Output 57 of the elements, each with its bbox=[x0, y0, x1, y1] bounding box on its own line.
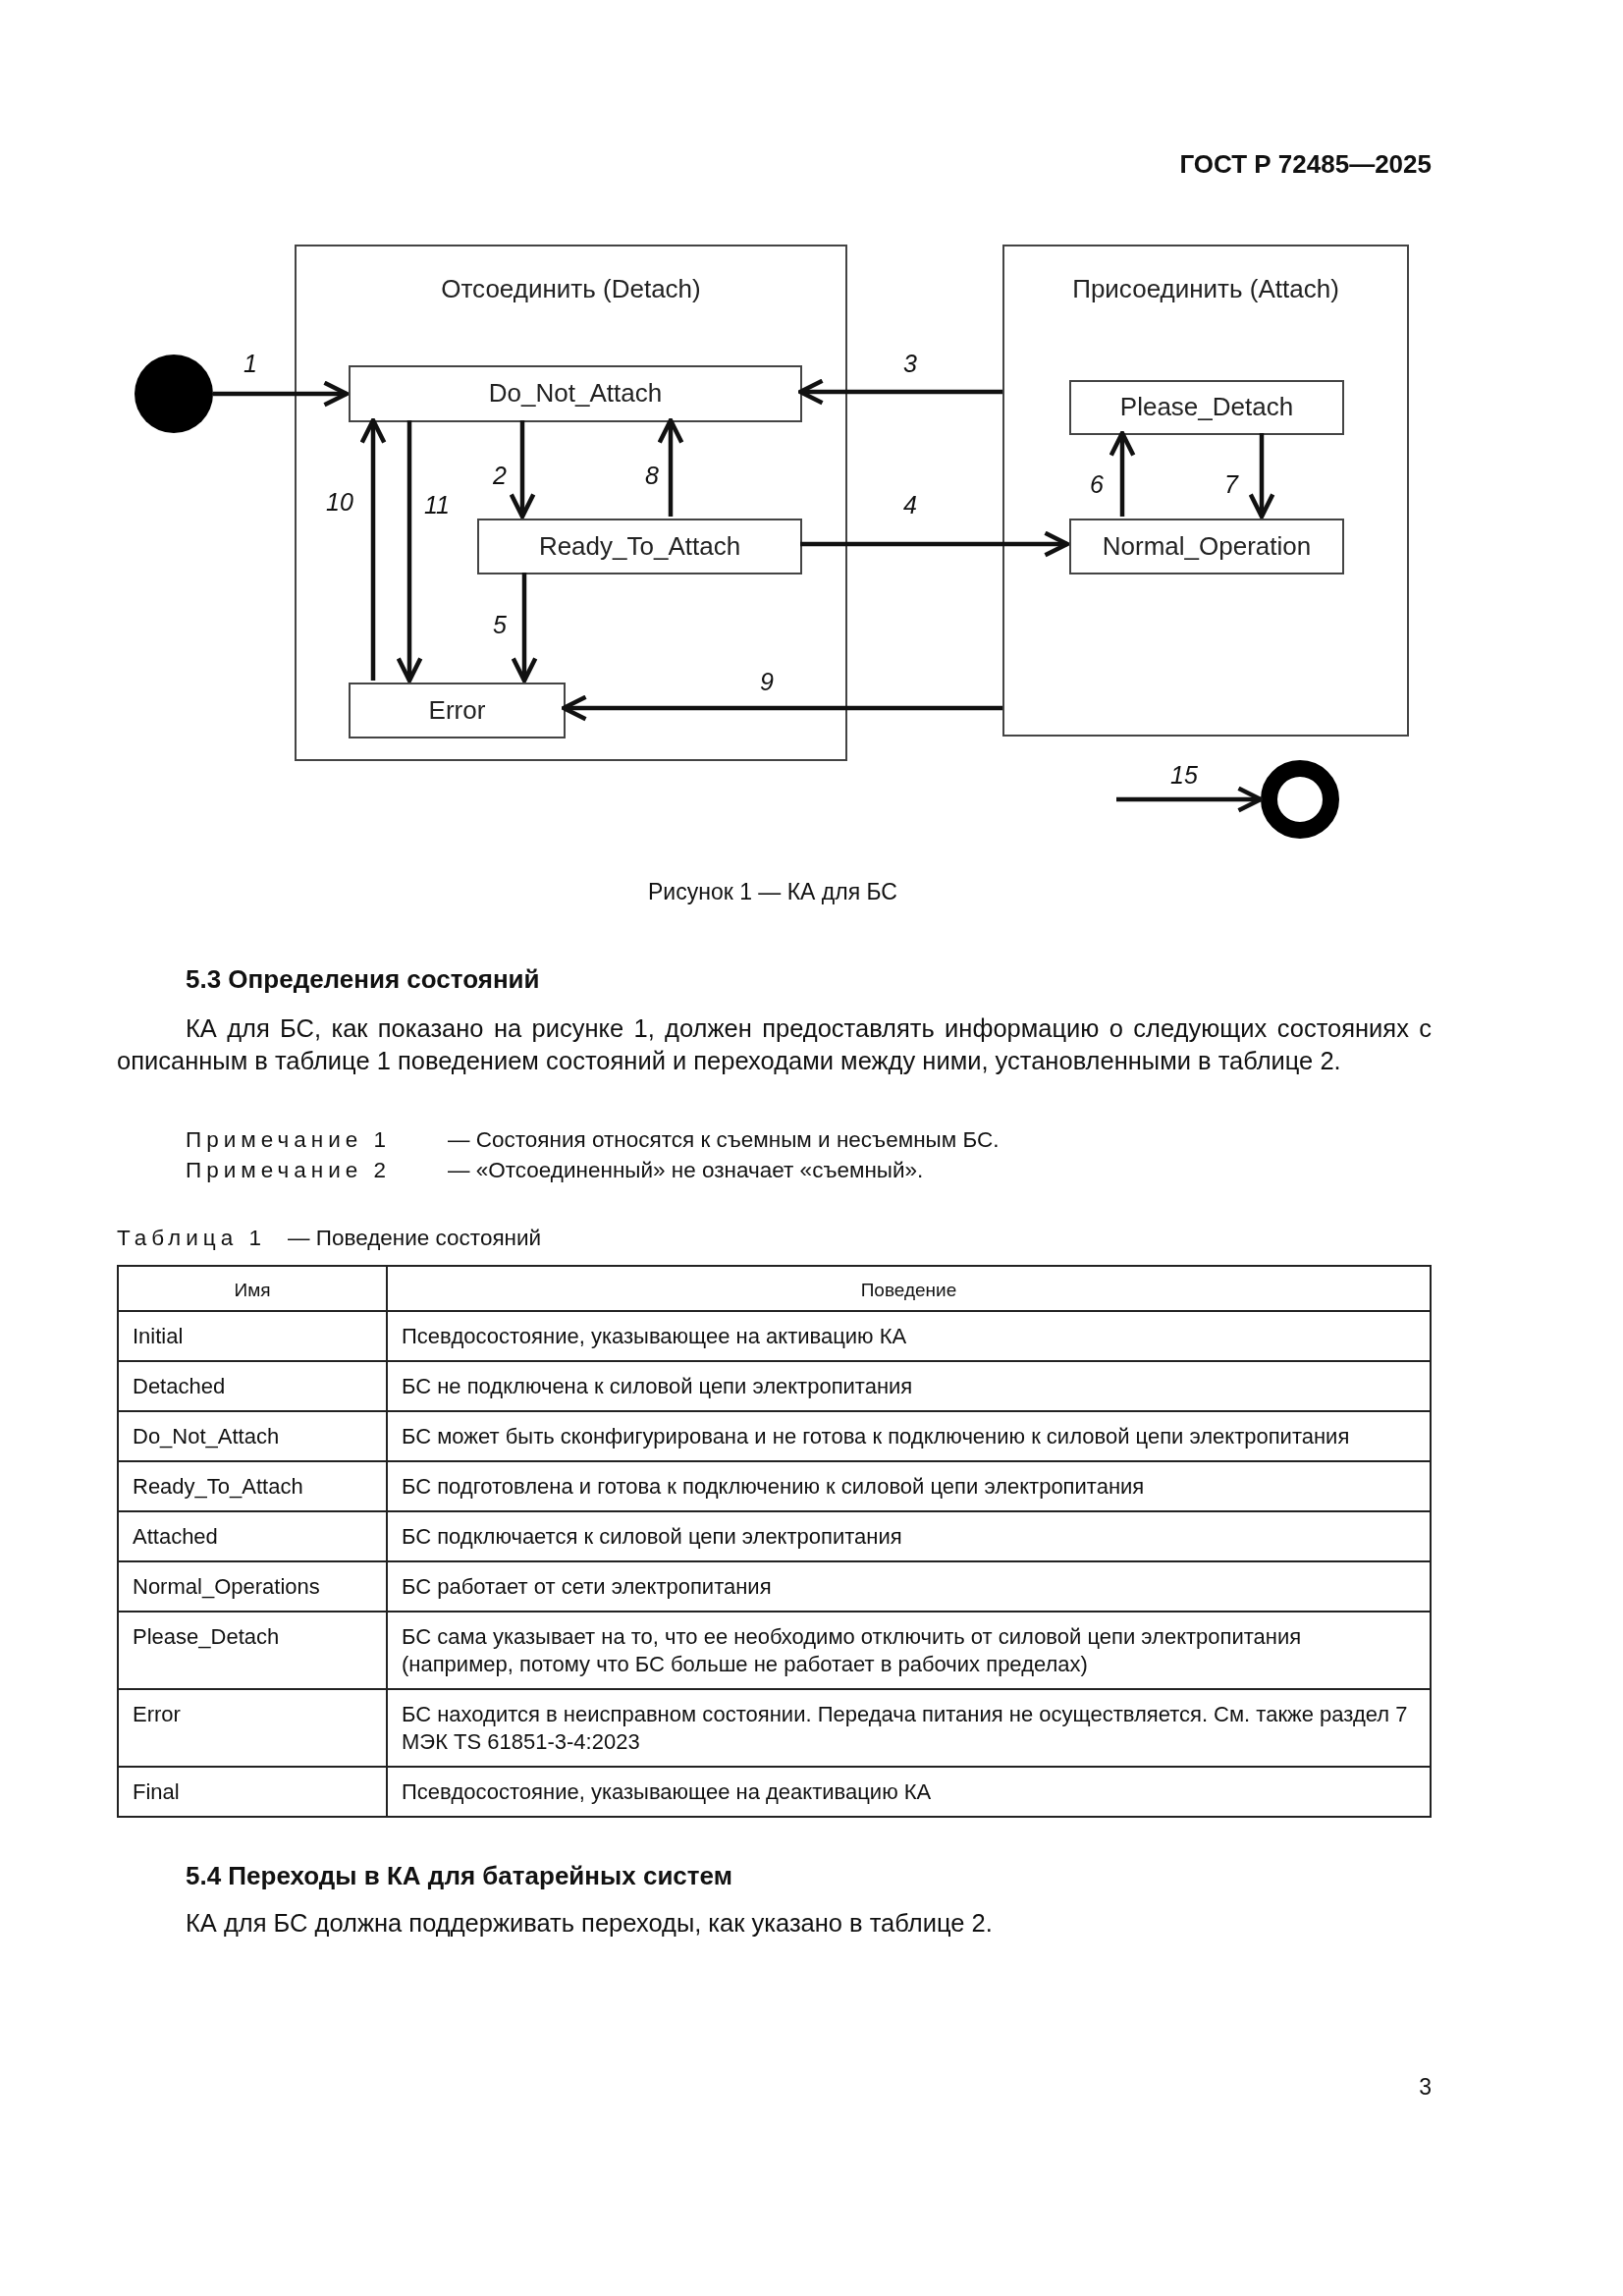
arrow bbox=[359, 417, 387, 681]
document-number: ГОСТ Р 72485—2025 bbox=[1178, 149, 1432, 180]
arrow bbox=[1248, 433, 1275, 519]
state-name: Do_Not_Attach bbox=[488, 378, 663, 408]
group-title: Отсоединить (Detach) bbox=[441, 274, 701, 303]
state-name: Normal_Operation bbox=[1102, 530, 1312, 561]
table-cell: Псевдосостояние, указывающее на деактивацию КА bbox=[387, 1767, 1431, 1817]
table-cell: Initial bbox=[118, 1311, 387, 1361]
table-caption: — Поведение состояний bbox=[288, 1226, 542, 1251]
state-box bbox=[349, 365, 802, 422]
state-box bbox=[1069, 380, 1344, 435]
state-name: Please_Detach bbox=[1119, 392, 1294, 421]
arrow bbox=[213, 380, 350, 408]
table-cell: Please_Detach bbox=[118, 1612, 387, 1689]
table-cell: БС работает от сети электропитания bbox=[387, 1561, 1431, 1612]
arrow bbox=[1109, 430, 1136, 517]
table-header-cell: Поведение bbox=[387, 1266, 1431, 1311]
page-number: 3 bbox=[1418, 2074, 1432, 2101]
section-heading: 5.3 Определения состояний bbox=[186, 964, 540, 995]
table-cell: Ready_To_Attach bbox=[118, 1461, 387, 1511]
table-cell: БС может быть сконфигурирована и не готова к подключению к силовой цепи электропитания bbox=[387, 1411, 1431, 1461]
section-heading: 5.4 Переходы в КА для батарейных систем bbox=[186, 1861, 732, 1891]
table-cell: Do_Not_Attach bbox=[118, 1411, 387, 1461]
arrow bbox=[797, 378, 1002, 406]
note-text: — Состояния относятся к съемным и несъемным БС. bbox=[448, 1127, 1000, 1153]
table-cell: Attached bbox=[118, 1511, 387, 1561]
table-cell: Псевдосостояние, указывающее на активацию КА bbox=[387, 1311, 1431, 1361]
table-cell: БС не подключена к силовой цепи электропитания bbox=[387, 1361, 1431, 1411]
figure-caption: Рисунок 1 — КА для БС bbox=[647, 879, 898, 905]
paragraph: КА для БС, как показано на рисунке 1, должен предоставлять информацию о следующих состояниях с описанным в таблице 1 поведением состояний и переходами между ними, установленными в таблице 2. bbox=[117, 1013, 1432, 1076]
arrow bbox=[509, 420, 536, 519]
table-cell: БС подготовлена и готова к подключению к силовой цепи электропитания bbox=[387, 1461, 1431, 1511]
arrow bbox=[561, 694, 1002, 722]
arrow bbox=[657, 417, 684, 517]
arrow bbox=[396, 420, 423, 683]
arrow bbox=[511, 573, 538, 683]
paragraph: КА для БС должна поддерживать переходы, как указано в таблице 2. bbox=[186, 1909, 993, 1938]
note-label: Примечание 2 bbox=[186, 1158, 391, 1183]
composite-state-box bbox=[1002, 245, 1409, 737]
note-label: Примечание 1 bbox=[186, 1127, 391, 1153]
table-header-cell: Имя bbox=[118, 1266, 387, 1311]
table-cell: БС сама указывает на то, что ее необходимо отключить от силовой цепи электропитания (например, потому что БС больше не работает в рабочих пределах) bbox=[387, 1612, 1431, 1689]
table-cell: Normal_Operations bbox=[118, 1561, 387, 1612]
state-box bbox=[1069, 519, 1344, 574]
note-text: — «Отсоединенный» не означает «съемный». bbox=[448, 1158, 924, 1183]
table-cell: Error bbox=[118, 1689, 387, 1767]
table-cell: БС подключается к силовой цепи электропитания bbox=[387, 1511, 1431, 1561]
state-box bbox=[477, 519, 802, 574]
table-cell: Detached bbox=[118, 1361, 387, 1411]
group-title: Присоединить (Attach) bbox=[1072, 274, 1339, 303]
table-cell: Final bbox=[118, 1767, 387, 1817]
state-box bbox=[349, 683, 566, 738]
table-caption-label: Таблица 1 bbox=[117, 1226, 266, 1251]
composite-state-box bbox=[295, 245, 847, 761]
state-name: Error bbox=[428, 694, 486, 725]
table-cell: БС находится в неисправном состоянии. Передача питания не осуществляется. См. также раздел 7 МЭК TS 61851-3-4:2023 bbox=[387, 1689, 1431, 1767]
state-name: Ready_To_Attach bbox=[538, 530, 741, 561]
